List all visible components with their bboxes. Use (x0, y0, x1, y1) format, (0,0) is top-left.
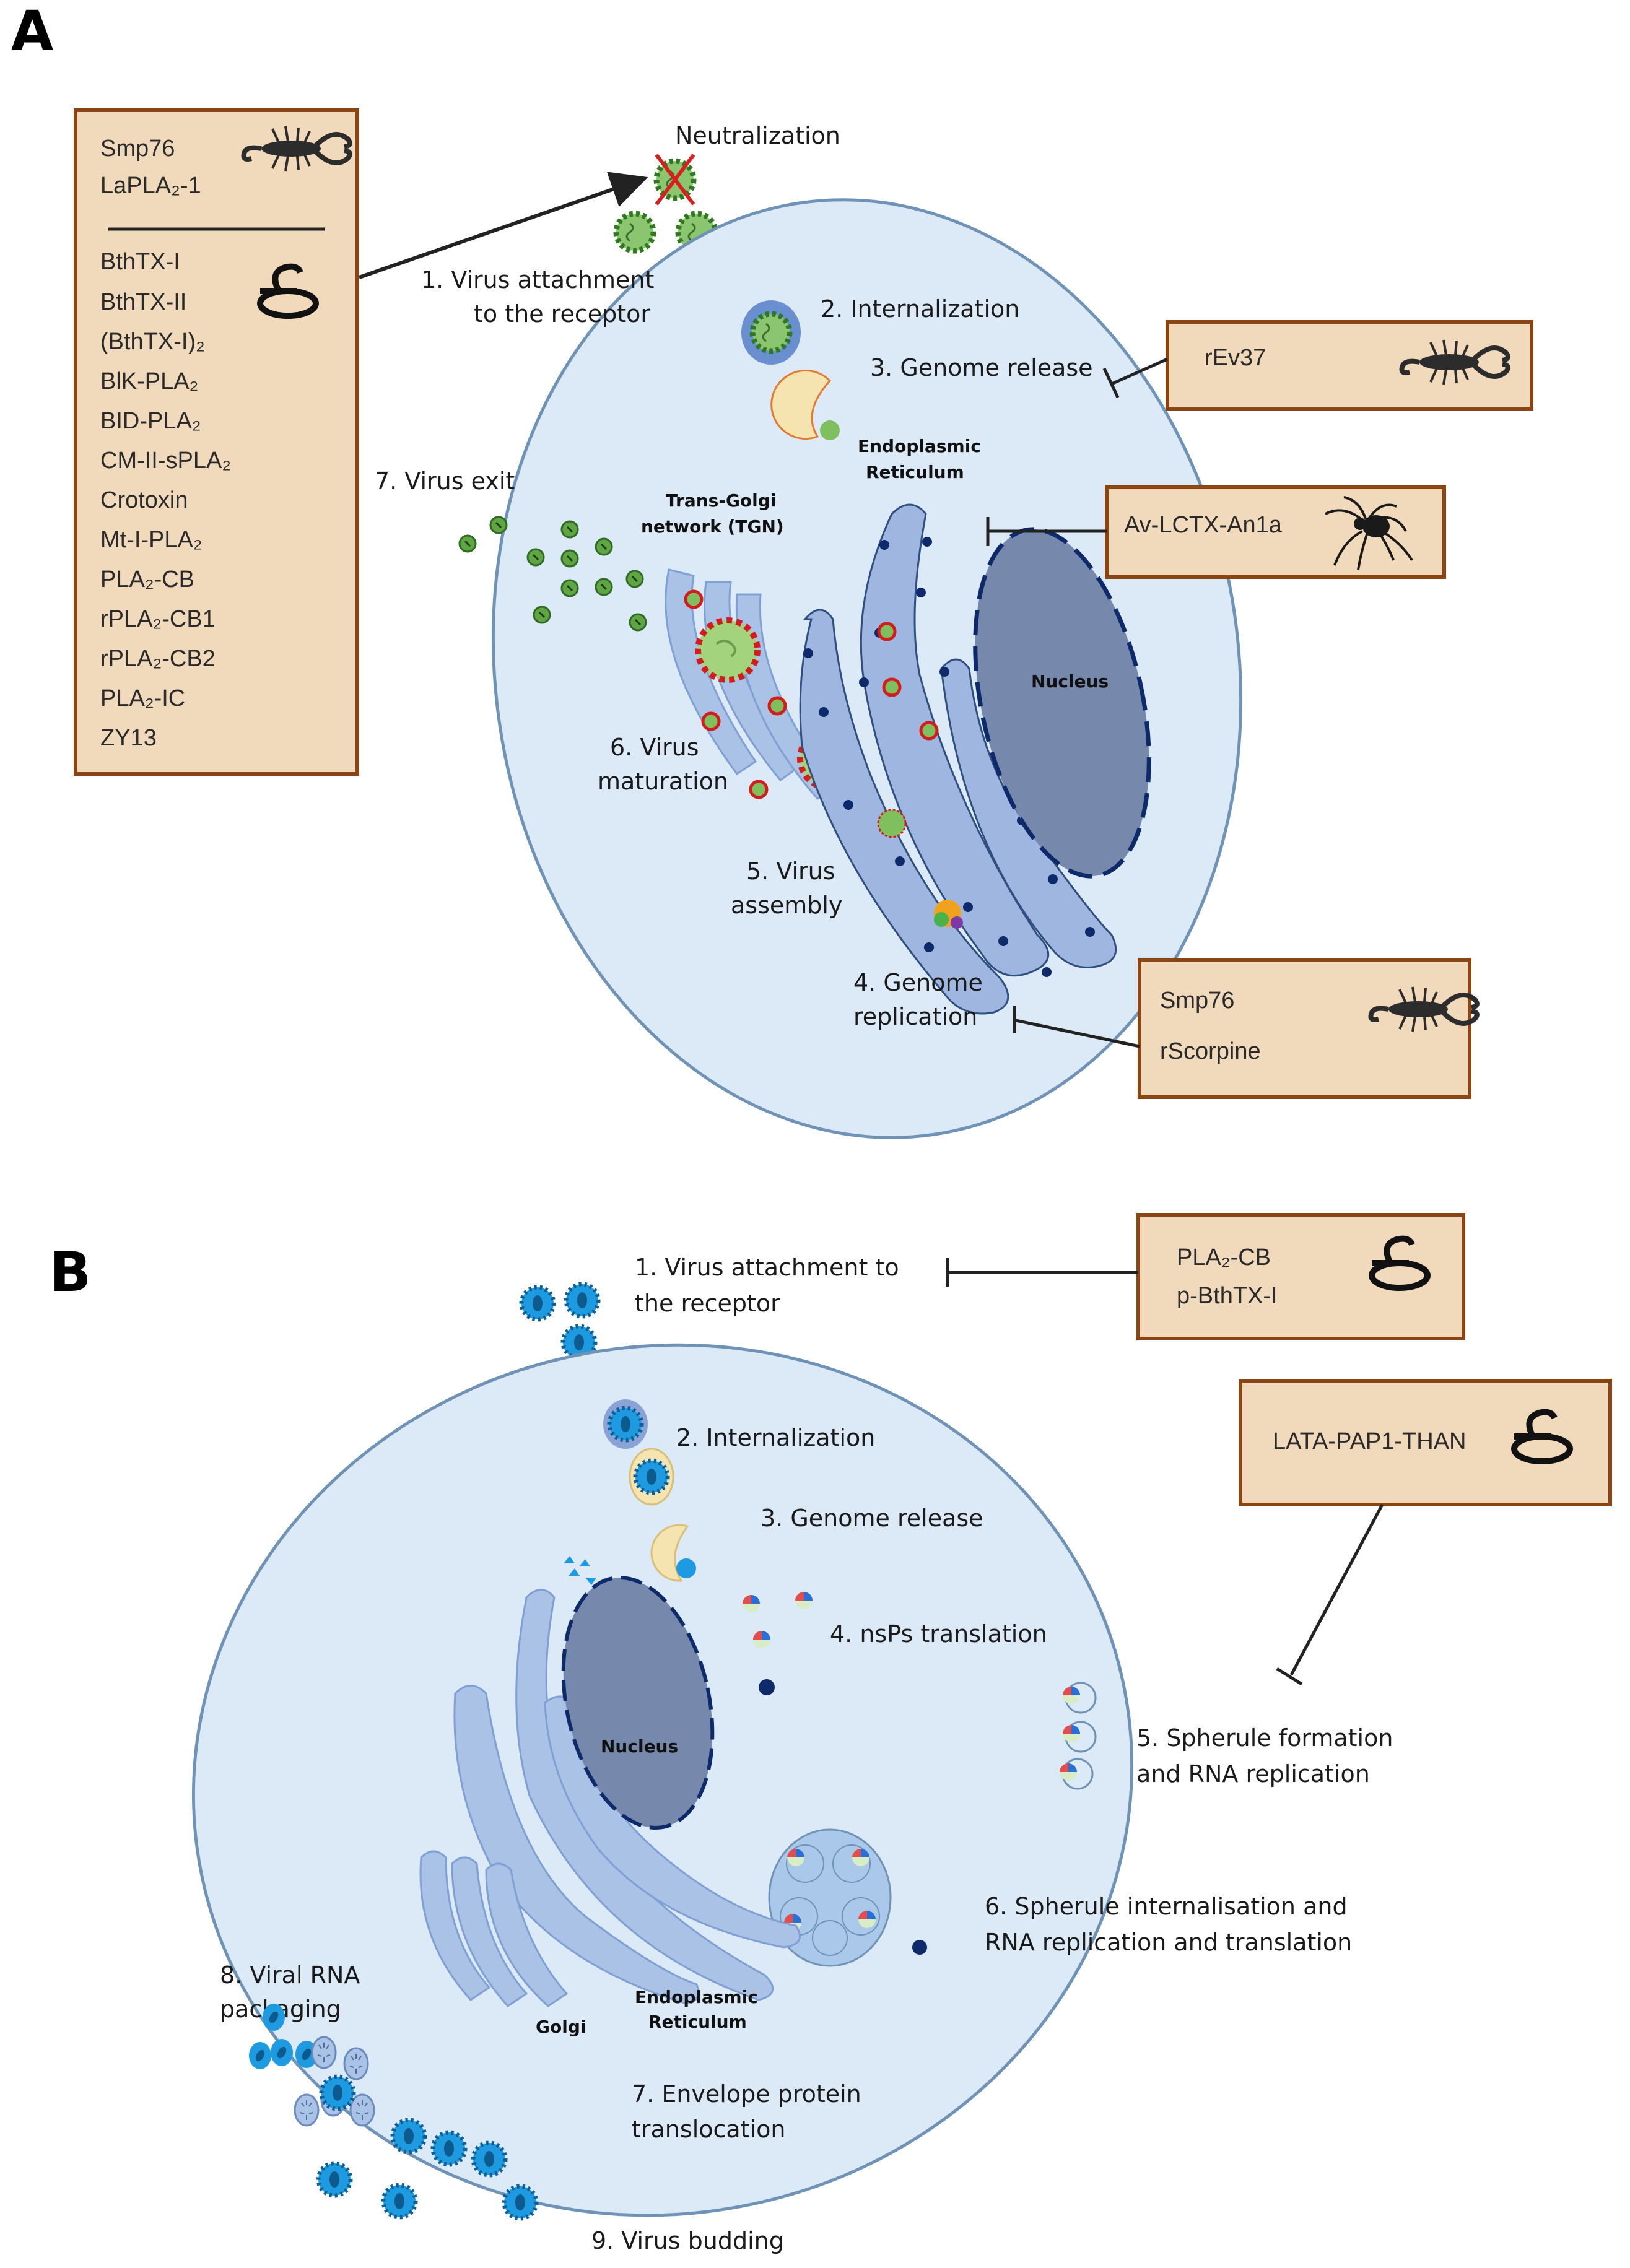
box-item: BlK-PLA₂ (100, 368, 198, 394)
box-item: Crotoxin (100, 487, 188, 513)
immature-virion (769, 698, 785, 714)
genome-release-endosome-b (650, 1524, 696, 1582)
immature-virion (884, 679, 900, 695)
panel-b-letter: B (50, 1240, 91, 1304)
av-lctx-box: Av-LCTX-An1a (1105, 485, 1446, 579)
inhibition-line (1289, 1503, 1384, 1676)
step-5-label-b: 5. Spherule formation (1136, 1724, 1393, 1752)
immature-virion (751, 781, 767, 797)
nucleus-label: Nucleus (1031, 671, 1109, 692)
inhibition-line (1110, 357, 1169, 386)
box-item: rEv37 (1205, 345, 1266, 371)
step-8-label-b: 8. Viral RNA (220, 1962, 360, 1989)
box-item: LaPLA₂-1 (100, 173, 201, 199)
panel-a-letter: A (11, 0, 53, 63)
smp76-rscorpine-box: Smp76 rScorpine (1138, 958, 1477, 1099)
step-1-label-b-2: the receptor (635, 1290, 780, 1317)
immature-virion (686, 591, 702, 607)
genome-release-endosome (770, 370, 840, 440)
box-item: Av-LCTX-An1a (1124, 512, 1283, 538)
golgi-label: Golgi (536, 2017, 586, 2037)
step-2-label-b: 2. Internalization (676, 1424, 875, 1451)
box-item: Smp76 (100, 136, 175, 162)
step-7-label-b-2: translocation (632, 2116, 785, 2143)
tgn-label-2: network (TGN) (641, 516, 784, 537)
nucleus-label-b: Nucleus (601, 1736, 678, 1757)
box-item: (BthTX-I)₂ (100, 329, 205, 355)
pla2-cb-box: PLA₂-CB p-BthTX-I (1136, 1213, 1465, 1340)
step-6-label-2: maturation (598, 768, 728, 795)
box-item: PLA₂-CB (100, 567, 194, 593)
step-1-label-2: to the receptor (474, 300, 650, 328)
box-item: Mt-I-PLA₂ (100, 527, 203, 553)
step-5-label: 5. Virus (746, 858, 835, 885)
assembling-virion (877, 809, 907, 838)
rev37-box: rEv37 (1166, 320, 1533, 411)
genome-fragments (564, 1556, 596, 1585)
immature-virion (879, 623, 895, 640)
panel-a-left-toxin-box: Smp76 LaPLA₂-1 BthTX-I BthTX-II (BthTX-I… (74, 108, 359, 776)
step-5-label-b-2: and RNA replication (1136, 1760, 1370, 1788)
inhibition-line (1015, 1019, 1140, 1048)
er-label-2: Reticulum (866, 462, 964, 482)
inhibition-bar (1102, 367, 1120, 399)
step-4-label-b: 4. nsPs translation (830, 1620, 1047, 1648)
step-6-label-b: 6. Spherule internalisation and (985, 1893, 1348, 1920)
internalization-endosome-b (603, 1399, 674, 1506)
box-item: rScorpine (1160, 1038, 1261, 1064)
cross-icon (655, 154, 695, 206)
step-1-label-b: 1. Virus attachment to (635, 1254, 899, 1281)
box-item: rPLA₂-CB2 (100, 646, 216, 672)
box-item: rPLA₂-CB1 (100, 606, 216, 632)
box-item: BID-PLA₂ (100, 408, 201, 434)
neutralized-virus (655, 154, 695, 206)
box-item: BthTX-II (100, 289, 186, 315)
neutralization-arrow (359, 172, 648, 279)
step-4-label-2: replication (853, 1003, 977, 1030)
step-2-label: 2. Internalization (821, 295, 1019, 323)
assembly-complex (934, 900, 963, 929)
step-6-label: 6. Virus (610, 734, 699, 761)
step-4-label: 4. Genome (853, 969, 983, 996)
step-1-label: 1. Virus attachment (421, 266, 654, 293)
step-7-label-b: 7. Envelope protein (632, 2080, 861, 2108)
immature-virion (921, 723, 937, 739)
tgn-label: Trans-Golgi (666, 490, 776, 511)
step-3-label: 3. Genome release (870, 354, 1093, 381)
box-item: PLA₂-IC (100, 685, 185, 711)
golgi-b (419, 1850, 569, 2007)
step-3-label-b: 3. Genome release (761, 1505, 983, 1532)
neutralization-label: Neutralization (675, 122, 840, 149)
box-item: LATA-PAP1-THAN (1273, 1428, 1467, 1454)
step-7-label: 7. Virus exit (375, 467, 515, 495)
inhibition-bar (1276, 1667, 1303, 1686)
er-label: Endoplasmic (858, 436, 981, 456)
virus-particle (616, 214, 653, 251)
spherules (1060, 1682, 1097, 1790)
nsp-proteins (743, 1592, 813, 1695)
step-6-label-b-2: RNA replication and translation (985, 1929, 1352, 1956)
er-label-b-2: Reticulum (648, 2012, 747, 2032)
box-item: PLA₂-CB (1177, 1245, 1271, 1271)
internalization-endosome (741, 300, 801, 365)
snake-toxin-list: BthTX-I BthTX-II (BthTX-I)₂ BlK-PLA₂ BID… (100, 249, 231, 751)
immature-virion (703, 713, 719, 729)
lata-box: LATA-PAP1-THAN (1239, 1379, 1612, 1506)
step-9-label-b: 9. Virus budding (591, 2227, 784, 2254)
box-item: p-BthTX-I (1177, 1283, 1278, 1309)
box-item: BthTX-I (100, 249, 180, 275)
step-5-label-2: assembly (731, 892, 842, 919)
er-label-b: Endoplasmic (635, 1987, 758, 2007)
nucleus-b (561, 1576, 715, 1830)
box-item: Smp76 (1160, 988, 1234, 1014)
endoplasmic-reticulum-a (799, 503, 1117, 1015)
box-item: ZY13 (100, 725, 157, 751)
box-item: CM-II-sPLA₂ (100, 448, 231, 474)
maturing-virion (698, 620, 757, 680)
